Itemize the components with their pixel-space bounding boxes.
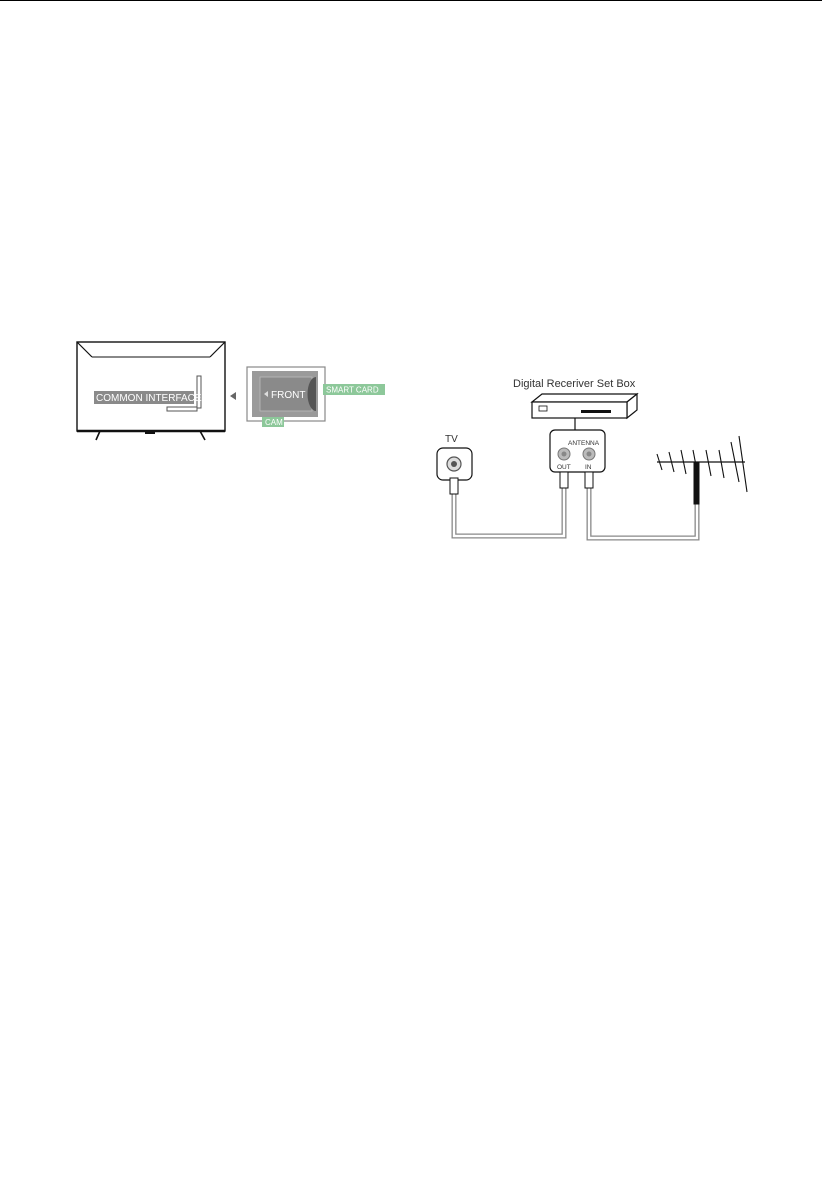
cam-text: CAM [265, 418, 283, 427]
tv-antenna-socket [436, 447, 473, 481]
cam-insertion-diagram: COMMON INTERFACE FRONT SMART CARD CAM [76, 341, 385, 441]
in-label: IN [585, 464, 592, 471]
coax-cables [449, 471, 700, 541]
cam-tag: CAM [262, 417, 284, 427]
receiver-connector-panel [549, 429, 606, 473]
insert-arrow-icon [230, 392, 236, 400]
common-interface-text: COMMON INTERFACE [96, 393, 202, 404]
top-border-line [0, 0, 822, 1]
smart-card-tag: SMART CARD [323, 384, 385, 395]
smart-card-text: SMART CARD [326, 386, 379, 395]
antenna-connection-diagram: Digital Receriver Set Box ANTENNA OUT IN… [436, 378, 748, 541]
tv-label: TV [445, 434, 458, 445]
front-label: FRONT [271, 390, 305, 401]
set-top-box-illustration [530, 392, 639, 430]
cam-module [246, 366, 326, 422]
antenna-icon [656, 435, 748, 505]
tv-rear-illustration [76, 341, 226, 441]
receiver-caption: Digital Receriver Set Box [513, 378, 636, 390]
out-label: OUT [557, 464, 571, 471]
antenna-label: ANTENNA [568, 440, 600, 447]
common-interface-label: COMMON INTERFACE [94, 391, 202, 404]
